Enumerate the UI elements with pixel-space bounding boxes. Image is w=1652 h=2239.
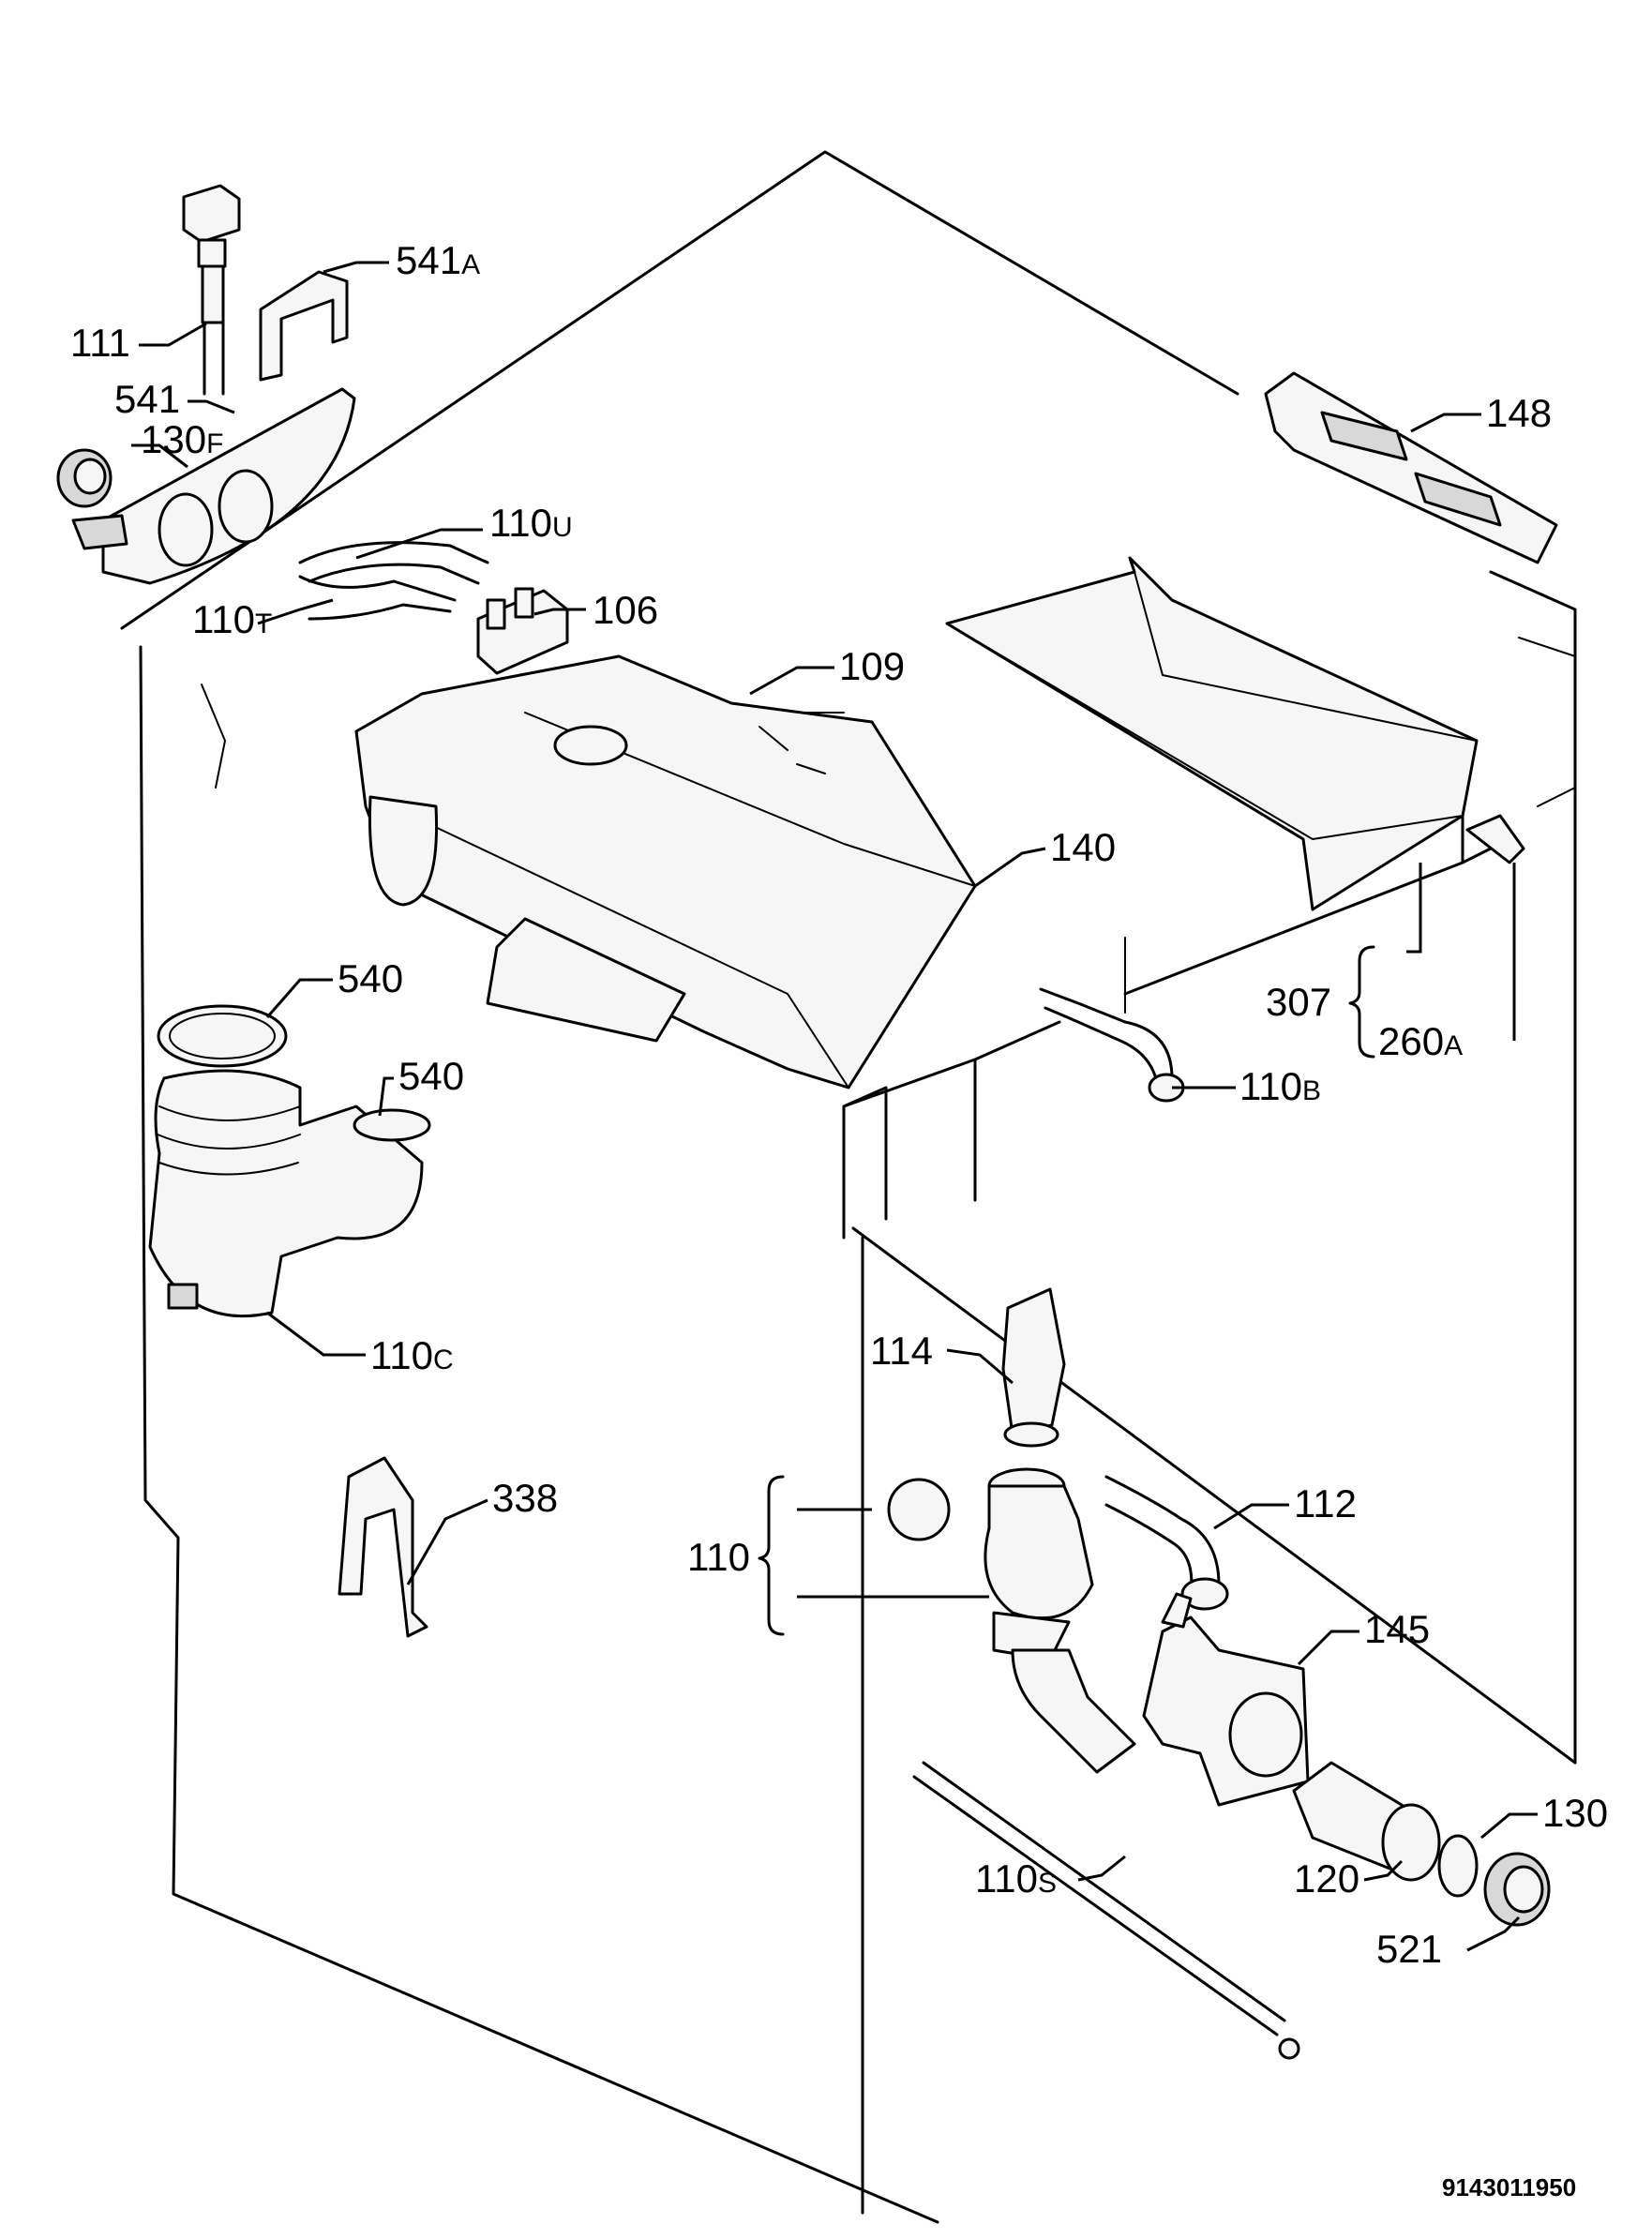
part-111-inlet-hose bbox=[182, 184, 241, 396]
label-110: 110 bbox=[687, 1535, 750, 1579]
part-110s-tube bbox=[912, 1761, 1300, 2060]
label-338: 338 bbox=[492, 1476, 558, 1520]
label-307: 307 bbox=[1266, 980, 1331, 1024]
part-110u-hose bbox=[298, 541, 489, 585]
part-labels: 541A 111 541 130F 110U 110T 106 109 148 … bbox=[70, 238, 1608, 1971]
part-120-filter bbox=[1292, 1761, 1441, 1882]
label-110t: 110T bbox=[192, 597, 272, 641]
braces bbox=[758, 945, 1375, 1636]
part-541a-bracket bbox=[259, 270, 349, 382]
part-110t-hose bbox=[298, 575, 457, 621]
label-140: 140 bbox=[1050, 825, 1116, 869]
part-114-sensor bbox=[1001, 1287, 1066, 1448]
part-521-cap bbox=[1483, 1852, 1551, 1927]
label-110s: 110S bbox=[975, 1856, 1057, 1901]
label-260a: 260A bbox=[1378, 1019, 1463, 1063]
label-120: 120 bbox=[1294, 1856, 1359, 1901]
part-540-clamp-ring bbox=[157, 1004, 288, 1068]
label-112: 112 bbox=[1294, 1481, 1357, 1525]
part-110-pump-body bbox=[984, 1467, 1136, 1774]
label-540-top: 540 bbox=[338, 956, 403, 1000]
label-110c: 110C bbox=[370, 1333, 454, 1377]
part-110c-sump-hose bbox=[148, 1069, 424, 1318]
part-148-drawer-handle bbox=[1264, 371, 1558, 564]
drawing-code: 9143011950 bbox=[1442, 2173, 1576, 2201]
label-110u: 110U bbox=[489, 501, 573, 545]
part-110b-hose bbox=[1039, 987, 1185, 1103]
label-540-side: 540 bbox=[398, 1054, 464, 1098]
part-260a-clip bbox=[1465, 814, 1525, 864]
part-130-ring bbox=[1437, 1834, 1479, 1898]
part-145-pump bbox=[1142, 1592, 1310, 1807]
label-521: 521 bbox=[1376, 1927, 1442, 1971]
part-338-clip bbox=[338, 1456, 428, 1638]
label-145: 145 bbox=[1364, 1607, 1430, 1651]
part-112-hose bbox=[1104, 1475, 1229, 1611]
label-130: 130 bbox=[1542, 1791, 1608, 1835]
leader-lines bbox=[131, 261, 1538, 1952]
label-130f: 130F bbox=[141, 417, 223, 461]
part-109-140-tub bbox=[354, 654, 977, 1089]
part-106-valve bbox=[476, 587, 569, 675]
label-111: 111 bbox=[70, 321, 130, 365]
part-541-panel bbox=[71, 387, 356, 585]
label-541a: 541A bbox=[396, 238, 480, 282]
label-541: 541 bbox=[114, 377, 180, 421]
part-540-clamp-small bbox=[353, 1108, 431, 1142]
label-148: 148 bbox=[1486, 391, 1552, 435]
part-130f-knob bbox=[56, 448, 113, 508]
label-106: 106 bbox=[593, 588, 658, 632]
part-110-ball bbox=[887, 1478, 951, 1541]
label-114: 114 bbox=[870, 1329, 933, 1373]
label-109: 109 bbox=[839, 644, 905, 688]
cabinet-outline bbox=[120, 150, 1577, 2224]
part-307-drawer bbox=[945, 556, 1479, 911]
label-110b: 110B bbox=[1239, 1064, 1321, 1108]
